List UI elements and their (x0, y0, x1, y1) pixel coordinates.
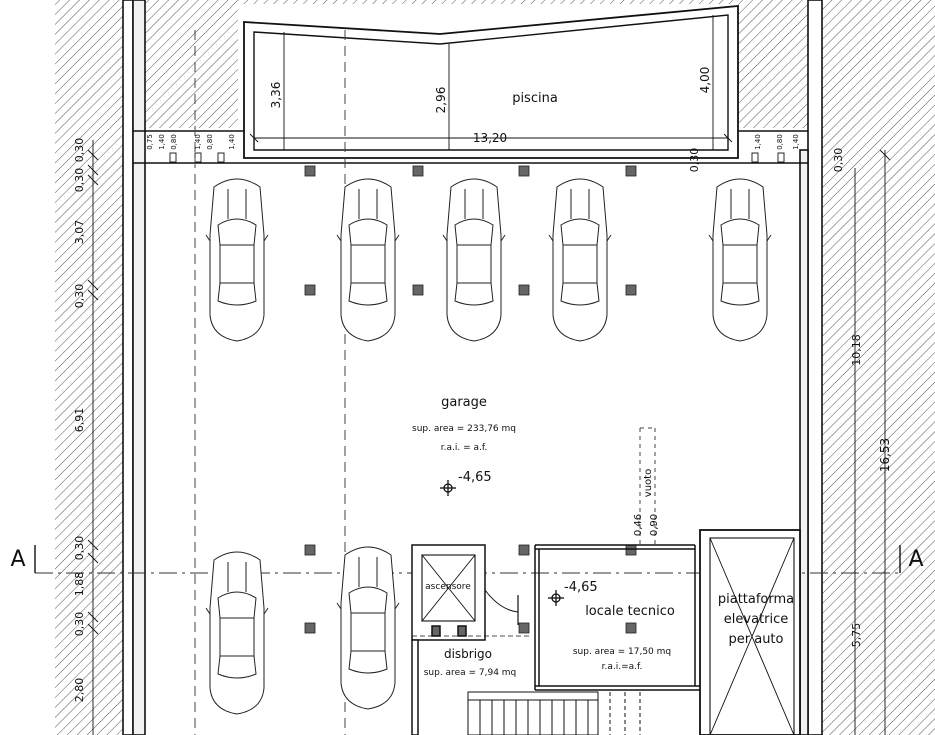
left-dimension-label: 0,30 (73, 612, 86, 637)
left-dimension-label: 6,91 (73, 408, 86, 433)
outer-walls (122, 0, 823, 735)
left-dimension-label: 0,30 (73, 536, 86, 561)
tech-room-label: locale tecnico (585, 604, 675, 619)
labels: piscina garage sup. area = 233,76 mq r.a… (10, 67, 923, 678)
parking-cars (205, 178, 772, 715)
wall-tick-label: 1,40 (792, 134, 800, 150)
hallway-area: sup. area = 7,94 mq (424, 668, 517, 678)
void-label: vuoto (643, 469, 654, 497)
dim-pool-width: 13,20 (473, 131, 507, 145)
tech-room-rai: r.a.i.=a.f. (602, 662, 643, 672)
elevator-label: ascensore (425, 582, 471, 592)
dim-pool-wall: 0,30 (688, 148, 701, 173)
pillars (304, 165, 637, 634)
pool (243, 5, 739, 159)
left-dimension-label: 0,30 (73, 138, 86, 163)
wall-tick-label: 0,80 (206, 134, 214, 150)
dim-right-span: 10,18 (850, 334, 863, 366)
wall-tick-labels: 0,75 1,40 0,80 1,40 0,80 1,40 1,40 0,80 1,40 (146, 134, 800, 150)
garage-label: garage (441, 395, 487, 410)
left-dimension-label: 1,88 (73, 572, 86, 597)
dim-pool-right: 4,00 (698, 67, 712, 94)
pool-label: piscina (512, 91, 558, 106)
car (708, 178, 772, 342)
car (336, 546, 400, 710)
tech-room-level: -4,65 (564, 580, 598, 595)
wall-tick-label: 1,40 (158, 134, 166, 150)
car-platform (699, 529, 801, 735)
left-dimension-label: 3,07 (73, 220, 86, 245)
wall-tick-label: 1,40 (194, 134, 202, 150)
car (205, 178, 269, 342)
structural-axes (194, 30, 656, 735)
platform-label-3: per auto (729, 632, 784, 647)
left-dimension-label: 2,80 (73, 678, 86, 703)
left-dimension-label: 0,30 (73, 168, 86, 193)
platform-label-2: elevatrice (724, 612, 788, 627)
garage-area: sup. area = 233,76 mq (412, 424, 516, 434)
level-marker-tech (548, 590, 564, 606)
wall-tick-label: 0,80 (170, 134, 178, 150)
dim-void-a: 0,46 (633, 514, 644, 536)
dim-right-total: 16,53 (878, 438, 892, 472)
car (548, 178, 612, 342)
platform-label-1: piattaforma (718, 592, 794, 607)
perimeter-slots (169, 152, 785, 163)
wall-tick-label: 0,80 (776, 134, 784, 150)
car (442, 178, 506, 342)
hallway-label: disbrigo (444, 647, 492, 661)
car (336, 178, 400, 342)
wall-tick-label: 1,40 (228, 134, 236, 150)
dimension-lines (87, 15, 891, 735)
dim-right-low: 5,75 (850, 623, 863, 648)
left-dimension-label: 0,30 (73, 284, 86, 309)
dim-right-top: 0,30 (832, 148, 845, 173)
wall-tick-label: 1,40 (754, 134, 762, 150)
core-rooms (411, 544, 700, 735)
section-mark-right: A (908, 547, 923, 572)
garage-level: -4,65 (458, 470, 492, 485)
dim-pool-mid: 2,96 (434, 87, 448, 114)
dim-void-b: 0,90 (649, 514, 660, 536)
garage-rai: r.a.i. = a.f. (441, 443, 488, 453)
tech-room-area: sup. area = 17,50 mq (573, 647, 671, 657)
section-mark-left: A (10, 547, 25, 572)
car (205, 551, 269, 715)
wall-tick-label: 0,75 (146, 134, 154, 150)
left-dimension-labels: 0,30 0,30 3,07 0,30 6,91 0,30 1,88 0,30 2,80 (73, 138, 86, 703)
level-marker-garage (440, 480, 456, 496)
stairs (467, 691, 641, 735)
dim-pool-left: 3,36 (269, 82, 283, 109)
